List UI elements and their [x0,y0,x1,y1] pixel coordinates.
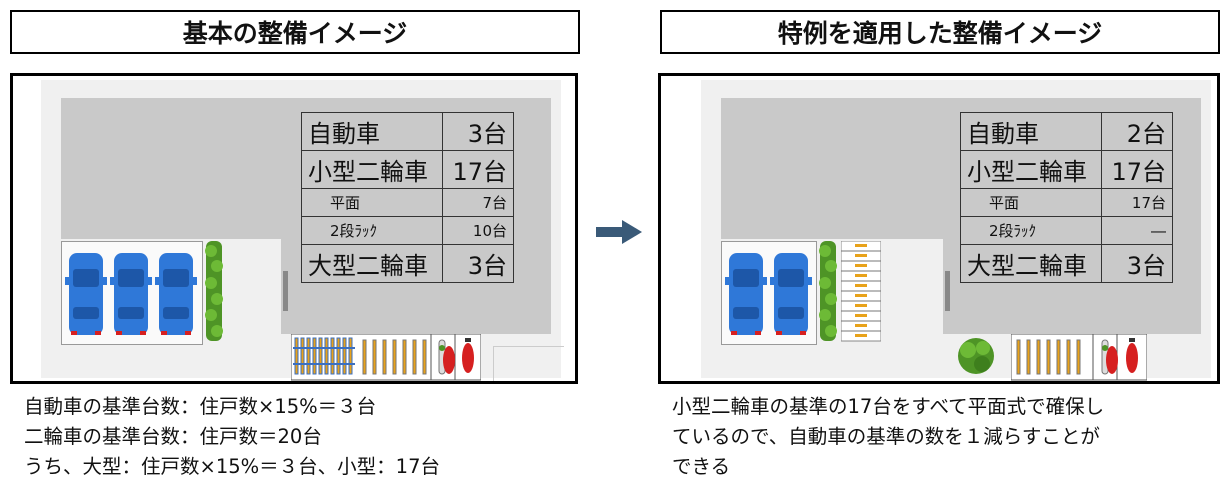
caption-line: うち、大型：住戸数×15%＝３台、小型：17台 [24,455,440,478]
tree-icon [958,338,994,374]
row-label: 大型二輪車 [301,244,443,283]
car-icons [65,253,197,335]
hedge-icon [205,241,223,341]
row-value: ― [1100,216,1174,245]
row-label: 小型二輪車 [301,150,443,189]
row-label: 自動車 [960,112,1102,151]
bicycle-parking-area [291,334,481,381]
row-value: 2台 [1100,112,1174,151]
row-value: 17台 [1100,188,1174,217]
left-title: 基本の整備イメージ [10,10,580,54]
row-label: 平面 [960,188,1102,217]
side-outline [493,346,564,381]
car-icon [725,253,767,335]
right-title-text: 特例を適用した整備イメージ [777,19,1103,48]
row-value: 17台 [441,150,515,189]
left-title-text: 基本の整備イメージ [182,19,408,48]
bicycle-parking-column [841,241,881,342]
bicycle-icon-group [362,339,427,375]
motorcycle-icon [443,346,455,374]
caption-line: ているので、自動車の基準の数を１減らすことが [672,425,1100,448]
bicycle-icon-group [855,244,867,337]
row-label: 平面 [301,188,443,217]
row-label: 大型二輪車 [960,244,1102,283]
row-label: 2段ﾗｯｸ [301,216,443,245]
row-value: 10台 [441,216,515,245]
caption-line: 自動車の基準台数：住戸数×15%＝３台 [24,395,377,418]
caption-line: できる [672,455,731,478]
car-icon [155,253,197,335]
row-value: 3台 [441,244,515,283]
table-row: 2段ﾗｯｸ― [960,216,1174,245]
row-label: 小型二輪車 [960,150,1102,189]
row-value: 3台 [1100,244,1174,283]
car-icon [110,253,152,335]
row-value: 17台 [1100,150,1174,189]
wall-marker [945,271,950,311]
car-icons [725,253,812,335]
left-caption: 自動車の基準台数：住戸数×15%＝３台 二輪車の基準台数：住戸数＝20台 うち、… [24,392,584,482]
motorcycle-icon [462,338,474,373]
hedge-icon [819,241,837,341]
bicycle-icon-group [1016,339,1081,375]
car-icon [65,253,107,335]
motorcycle-icon [1126,338,1138,373]
right-title: 特例を適用した整備イメージ [660,10,1220,54]
motorcycle-icon [1106,346,1118,374]
bicycle-icon-group [294,337,353,375]
bicycle-parking-area [1011,334,1147,381]
row-value: 3台 [441,112,515,151]
row-label: 2段ﾗｯｸ [960,216,1102,245]
row-label: 自動車 [301,112,443,151]
caption-line: 小型二輪車の基準の17台をすべて平面式で確保し [672,395,1105,418]
wall-marker [283,271,288,311]
car-icon [770,253,812,335]
caption-line: 二輪車の基準台数：住戸数＝20台 [24,425,322,448]
row-value: 7台 [441,188,515,217]
arrow-right-icon [596,220,642,244]
right-caption: 小型二輪車の基準の17台をすべて平面式で確保し ているので、自動車の基準の数を１… [672,392,1222,482]
